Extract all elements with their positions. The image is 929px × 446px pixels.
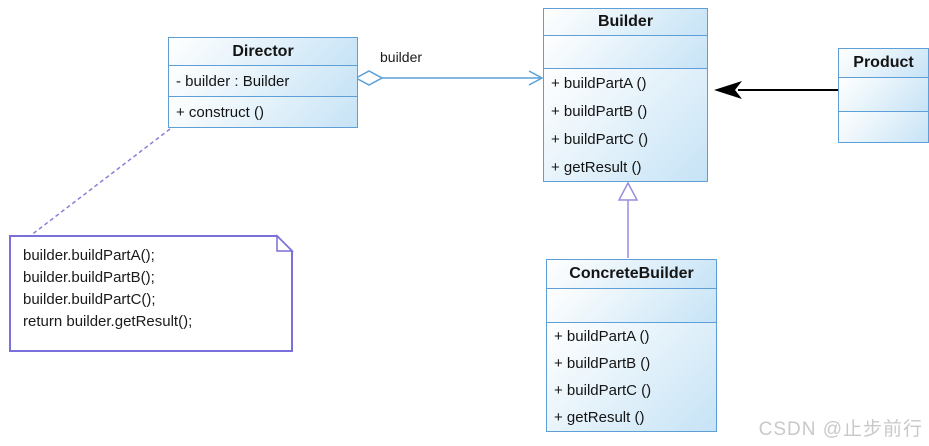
aggregation-role-label: builder — [380, 49, 423, 65]
note-line: builder.buildPartC(); — [23, 291, 156, 308]
note-code-text: builder.buildPartA(); builder.buildPartB… — [10, 236, 292, 351]
note-line: builder.buildPartB(); — [23, 269, 155, 286]
attribute-row: - builder : Builder — [169, 65, 357, 96]
inheritance-triangle-icon — [617, 181, 639, 201]
class-title-builder: Builder — [544, 9, 707, 35]
method-row: + getResult () — [554, 409, 645, 426]
method-row: + buildPartC () — [551, 130, 649, 148]
open-arrowhead-icon — [528, 70, 544, 86]
class-box-product: Product — [838, 48, 929, 143]
note-line: return builder.getResult(); — [23, 313, 193, 330]
attributes-compartment-empty — [544, 34, 707, 68]
class-title-product: Product — [839, 49, 928, 78]
class-box-builder: Builder + buildPartA () + buildPartB () … — [543, 8, 708, 182]
method-row: + buildPartB () — [554, 355, 651, 372]
class-box-director: Director - builder : Builder + construct… — [168, 37, 358, 128]
attributes-compartment-empty — [547, 287, 716, 322]
note-line: builder.buildPartA(); — [23, 247, 155, 264]
method-row: + buildPartA () — [554, 328, 650, 345]
watermark-text: CSDN @止步前行 — [758, 419, 923, 440]
method-row: + buildPartC () — [554, 382, 652, 399]
methods-compartment: + buildPartA () + buildPartB () + buildP… — [547, 322, 716, 431]
dependency-arrowhead-icon — [714, 81, 742, 99]
attributes-compartment-empty — [839, 77, 928, 111]
aggregation-diamond-icon — [354, 70, 384, 86]
method-row: + getResult () — [551, 158, 642, 176]
note-shape — [9, 235, 293, 352]
method-row: + buildPartB () — [551, 102, 648, 120]
methods-compartment-empty — [839, 110, 928, 142]
method-row: + construct () — [169, 96, 357, 127]
note-fold-icon — [276, 234, 294, 252]
methods-compartment: + buildPartA () + buildPartB () + buildP… — [544, 68, 707, 181]
class-title-concrete-builder: ConcreteBuilder — [547, 260, 716, 288]
note-anchor-dashed-line — [29, 128, 171, 237]
class-box-concrete-builder: ConcreteBuilder + buildPartA () + buildP… — [546, 259, 717, 432]
class-title-director: Director — [169, 38, 357, 65]
method-row: + buildPartA () — [551, 74, 647, 92]
